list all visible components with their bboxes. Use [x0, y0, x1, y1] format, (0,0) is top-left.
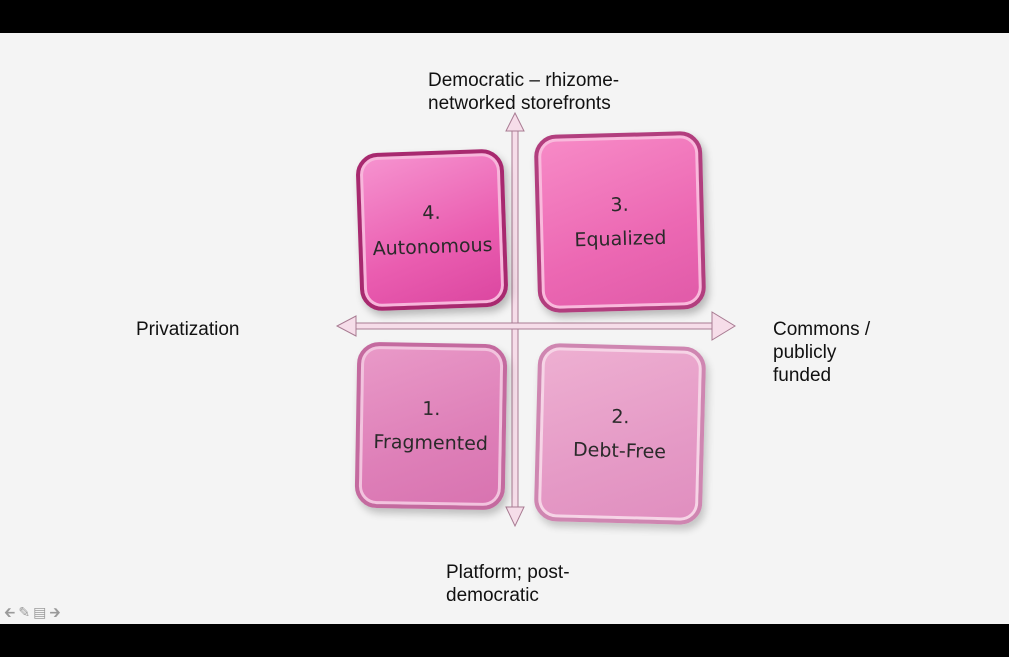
axes: [335, 111, 736, 528]
right-arrowhead: [711, 311, 736, 341]
down-arrowhead: [505, 506, 525, 528]
menu-icon[interactable]: ▤: [33, 604, 47, 620]
vertical-axis: [511, 130, 519, 508]
left-arrowhead: [335, 315, 357, 337]
axis-label-top: Democratic – rhizome-networked storefron…: [428, 70, 620, 114]
forward-arrow-icon[interactable]: 🡲: [49, 604, 61, 620]
quadrant-label: Autonomous: [372, 233, 493, 261]
quadrant-debt-free: 2. Debt-Free: [533, 342, 707, 526]
quadrant-equalized: 3. Equalized: [533, 130, 707, 314]
horizontal-axis: [355, 322, 713, 330]
quadrant-label: Debt-Free: [572, 438, 667, 464]
back-arrow-icon[interactable]: 🡰: [4, 604, 16, 620]
slide: Democratic – rhizome-networked storefron…: [0, 33, 1009, 624]
axis-label-right: Commons / publicly funded: [773, 319, 871, 386]
quadrant-fragmented: 1. Fragmented: [354, 341, 508, 511]
axis-label-bottom: Platform; post-democratic: [446, 562, 570, 606]
quadrant-number: 2.: [611, 405, 630, 429]
quadrant-number: 4.: [421, 201, 441, 225]
slideshow-toolbar: 🡰 ✎ ▤ 🡲: [4, 604, 61, 620]
quadrant-number: 3.: [610, 193, 629, 217]
up-arrowhead: [505, 111, 525, 132]
axis-label-left: Privatization: [136, 319, 240, 340]
quadrant-autonomous: 4. Autonomous: [355, 148, 509, 312]
pen-icon[interactable]: ✎: [18, 604, 31, 620]
quadrant-number: 1.: [422, 397, 441, 421]
quadrant-label: Equalized: [574, 226, 667, 252]
quadrant-label: Fragmented: [373, 430, 489, 455]
